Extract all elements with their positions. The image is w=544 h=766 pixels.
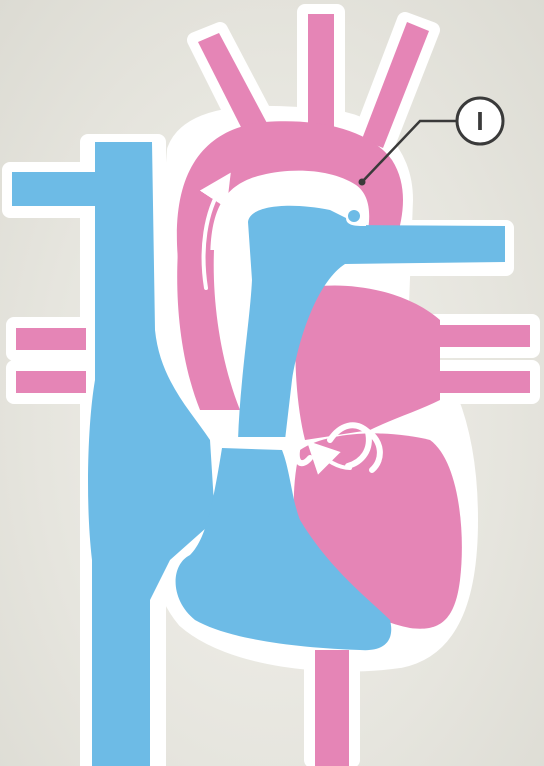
pulmonary-vein-left-upper — [16, 328, 86, 350]
callout-label: I — [476, 106, 483, 136]
pulmonary-vein-right-upper — [430, 325, 530, 347]
pulmonary-vein-left-lower — [16, 371, 86, 393]
callout-dot — [359, 179, 366, 186]
carotid-artery — [308, 14, 334, 132]
pulmonary-vein-right-lower — [430, 371, 530, 393]
descending-aorta — [315, 650, 349, 766]
